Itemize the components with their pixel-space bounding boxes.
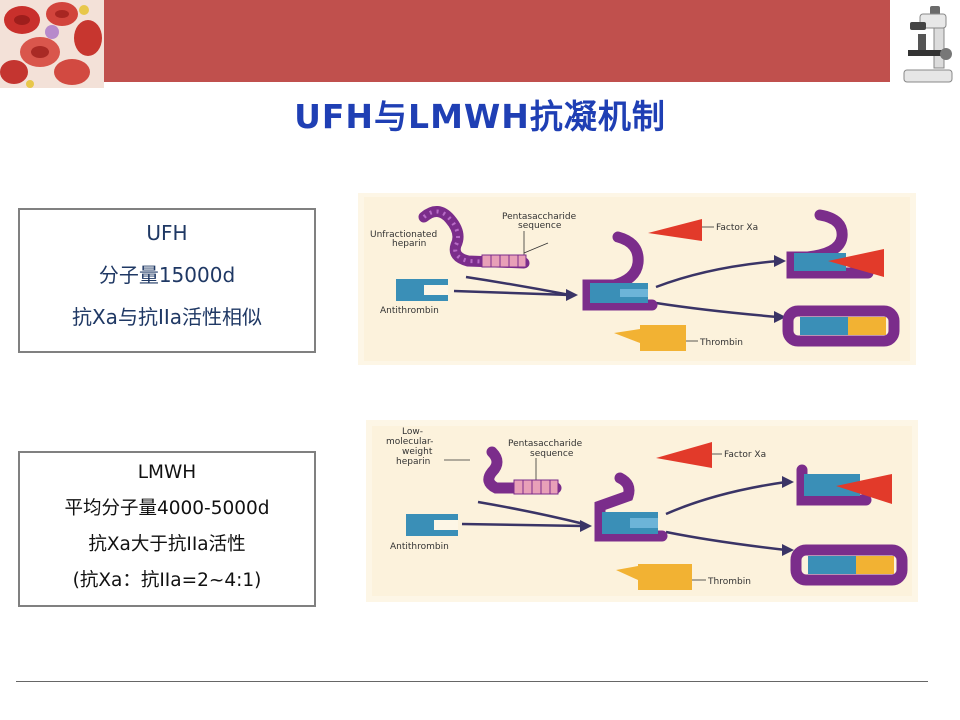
heparin-label-line2: molecular- bbox=[386, 437, 433, 447]
thrombin-shape bbox=[616, 564, 692, 590]
heparin-label-line3: weight bbox=[402, 447, 433, 457]
heparin-label-line2: heparin bbox=[392, 239, 426, 249]
microscope-image bbox=[890, 0, 960, 88]
heparin-chain bbox=[483, 446, 562, 494]
antithrombin-shape bbox=[396, 279, 448, 301]
factor-xa-triangle bbox=[656, 442, 712, 468]
pentasaccharide-label-line1: Pentasaccharide bbox=[502, 212, 577, 222]
slide-title: UFH与LMWH抗凝机制 bbox=[294, 97, 666, 136]
pentasaccharide-label-line2: sequence bbox=[518, 221, 562, 231]
header-banner bbox=[104, 0, 890, 82]
pentasaccharide-label-line2: sequence bbox=[530, 449, 574, 459]
factor-xa-triangle bbox=[648, 219, 702, 241]
blood-cells-image bbox=[0, 0, 104, 88]
antithrombin-label: Antithrombin bbox=[380, 306, 439, 316]
pentasaccharide-sequence bbox=[481, 242, 549, 268]
lmwh-activity: 抗Xa大于抗IIa活性 bbox=[88, 534, 246, 555]
heparin-antithrombin-complex bbox=[594, 472, 668, 542]
footer-divider bbox=[16, 681, 928, 682]
ufh-name: UFH bbox=[146, 221, 188, 245]
factor-xa-label: Factor Xa bbox=[724, 450, 766, 460]
antithrombin-label: Antithrombin bbox=[390, 542, 449, 552]
pentasaccharide-label-line1: Pentasaccharide bbox=[508, 439, 583, 449]
lmwh-name: LMWH bbox=[137, 462, 197, 483]
heparin-label-line1: Low- bbox=[402, 427, 423, 437]
lmwh-mechanism-diagram: Low- molecular- weight heparin Pentasacc… bbox=[366, 420, 918, 602]
factor-xa-label: Factor Xa bbox=[716, 223, 758, 233]
binding-arrows bbox=[461, 480, 787, 552]
pentasaccharide-sequence bbox=[513, 479, 559, 495]
thrombin-label: Thrombin bbox=[699, 338, 743, 348]
heparin-label-line1: Unfractionated bbox=[370, 230, 437, 240]
factor-xa-complex bbox=[796, 464, 892, 506]
factor-xa-complex bbox=[786, 209, 884, 279]
heparin-antithrombin-complex bbox=[582, 231, 658, 311]
ufh-info-box: UFH 分子量15000d 抗Xa与抗IIa活性相似 bbox=[18, 208, 316, 353]
thrombin-shape bbox=[614, 325, 686, 351]
antithrombin-shape bbox=[406, 514, 458, 536]
lmwh-molecular-weight: 平均分子量4000-5000d bbox=[64, 498, 270, 519]
lmwh-info-box: LMWH 平均分子量4000-5000d 抗Xa大于抗IIa活性 (抗Xa：抗I… bbox=[18, 451, 316, 607]
binding-arrows bbox=[453, 259, 779, 319]
thrombin-label: Thrombin bbox=[707, 577, 751, 587]
ufh-activity: 抗Xa与抗IIa活性相似 bbox=[71, 305, 262, 329]
thrombin-complex bbox=[782, 305, 900, 347]
ufh-molecular-weight: 分子量15000d bbox=[98, 263, 236, 287]
ufh-mechanism-diagram: Unfractionated heparin Pentasaccharide s… bbox=[358, 193, 916, 365]
lmwh-activity-ratio: (抗Xa：抗IIa=2~4:1) bbox=[72, 570, 262, 591]
heparin-label-line4: heparin bbox=[396, 457, 430, 467]
thrombin-complex bbox=[790, 544, 908, 586]
